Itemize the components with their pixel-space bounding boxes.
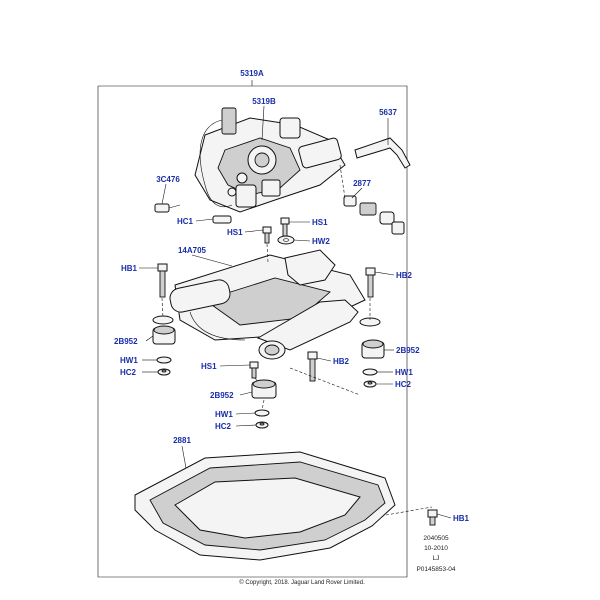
part-2B952-mount-center [251, 379, 277, 399]
label-hc2-left: HC2 [120, 368, 137, 377]
label-5637: 5637 [379, 108, 397, 117]
meta-figure-id: P0145853-04 [416, 566, 455, 573]
label-14A705: 14A705 [178, 246, 207, 255]
label-hc1: HC1 [177, 217, 194, 226]
hs1-screw-upper-left [262, 226, 272, 244]
label-2881: 2881 [173, 436, 191, 445]
label-2B952-right: 2B952 [396, 346, 420, 355]
label-hs1-right: HS1 [312, 218, 328, 227]
hs1-screw-lower [249, 361, 259, 379]
assembly-guide-lines [161, 164, 433, 516]
callout-labels: 5319A 5319B 5637 3C476 2877 HC1 HS1 HS1 … [114, 69, 470, 523]
meta-date: 10-2010 [424, 545, 448, 552]
label-hs1-left: HS1 [227, 228, 243, 237]
label-hw1-left: HW1 [120, 356, 138, 365]
label-sub-assembly: 5319B [252, 97, 276, 106]
hb2-bolt-mid [307, 351, 318, 382]
part-2881-undertray [134, 451, 396, 561]
figure-metadata: 2040505 10-2010 LJ P0145853-04 © Copyrig… [239, 535, 456, 586]
part-5637-bracket [354, 137, 411, 169]
hw1-washer-right [362, 368, 378, 376]
label-hb1-bottom: HB1 [453, 514, 470, 523]
label-hb2-right: HB2 [396, 271, 413, 280]
hs1-screw-upper-right [280, 217, 290, 237]
meta-initials: LJ [433, 555, 440, 562]
hc2-nut-left [157, 368, 171, 376]
label-2B952-left: 2B952 [114, 337, 138, 346]
leader-lines [139, 105, 452, 519]
label-hc2-center: HC2 [215, 422, 232, 431]
label-hs1-lower: HS1 [201, 362, 217, 371]
label-assembly: 5319A [240, 69, 264, 78]
hb2-bolt-right [365, 267, 376, 298]
hw1-washer-left [156, 356, 172, 364]
label-hb1-left: HB1 [121, 264, 138, 273]
label-hc2-right: HC2 [395, 380, 412, 389]
compressor-assembly [194, 107, 346, 213]
label-hw2: HW2 [312, 237, 330, 246]
hc2-nut-right [363, 380, 377, 388]
label-hb2-mid: HB2 [333, 357, 350, 366]
hw2-washer [277, 235, 295, 245]
part-2877-valve [343, 195, 405, 235]
label-hw1-right: HW1 [395, 368, 413, 377]
hb1-bolt-bottom [427, 509, 438, 526]
label-2B952-center: 2B952 [210, 391, 234, 400]
copyright-text: © Copyright, 2018. Jaguar Land Rover Lim… [239, 579, 365, 586]
label-3C476: 3C476 [156, 175, 180, 184]
hc2-nut-center [255, 421, 269, 429]
assembly-frame [97, 80, 408, 578]
hw1-washer-center [254, 409, 270, 417]
meta-code: 2040505 [423, 535, 449, 542]
label-2877: 2877 [353, 179, 371, 188]
hb1-bolt-left [157, 263, 168, 298]
part-14A705-mounting-frame [169, 249, 366, 360]
part-2B952-mount-left [152, 315, 176, 345]
label-hw1-center: HW1 [215, 410, 233, 419]
part-3C476-connector [154, 203, 181, 213]
hc1-clip [212, 215, 232, 224]
part-2B952-mount-right [359, 317, 385, 359]
